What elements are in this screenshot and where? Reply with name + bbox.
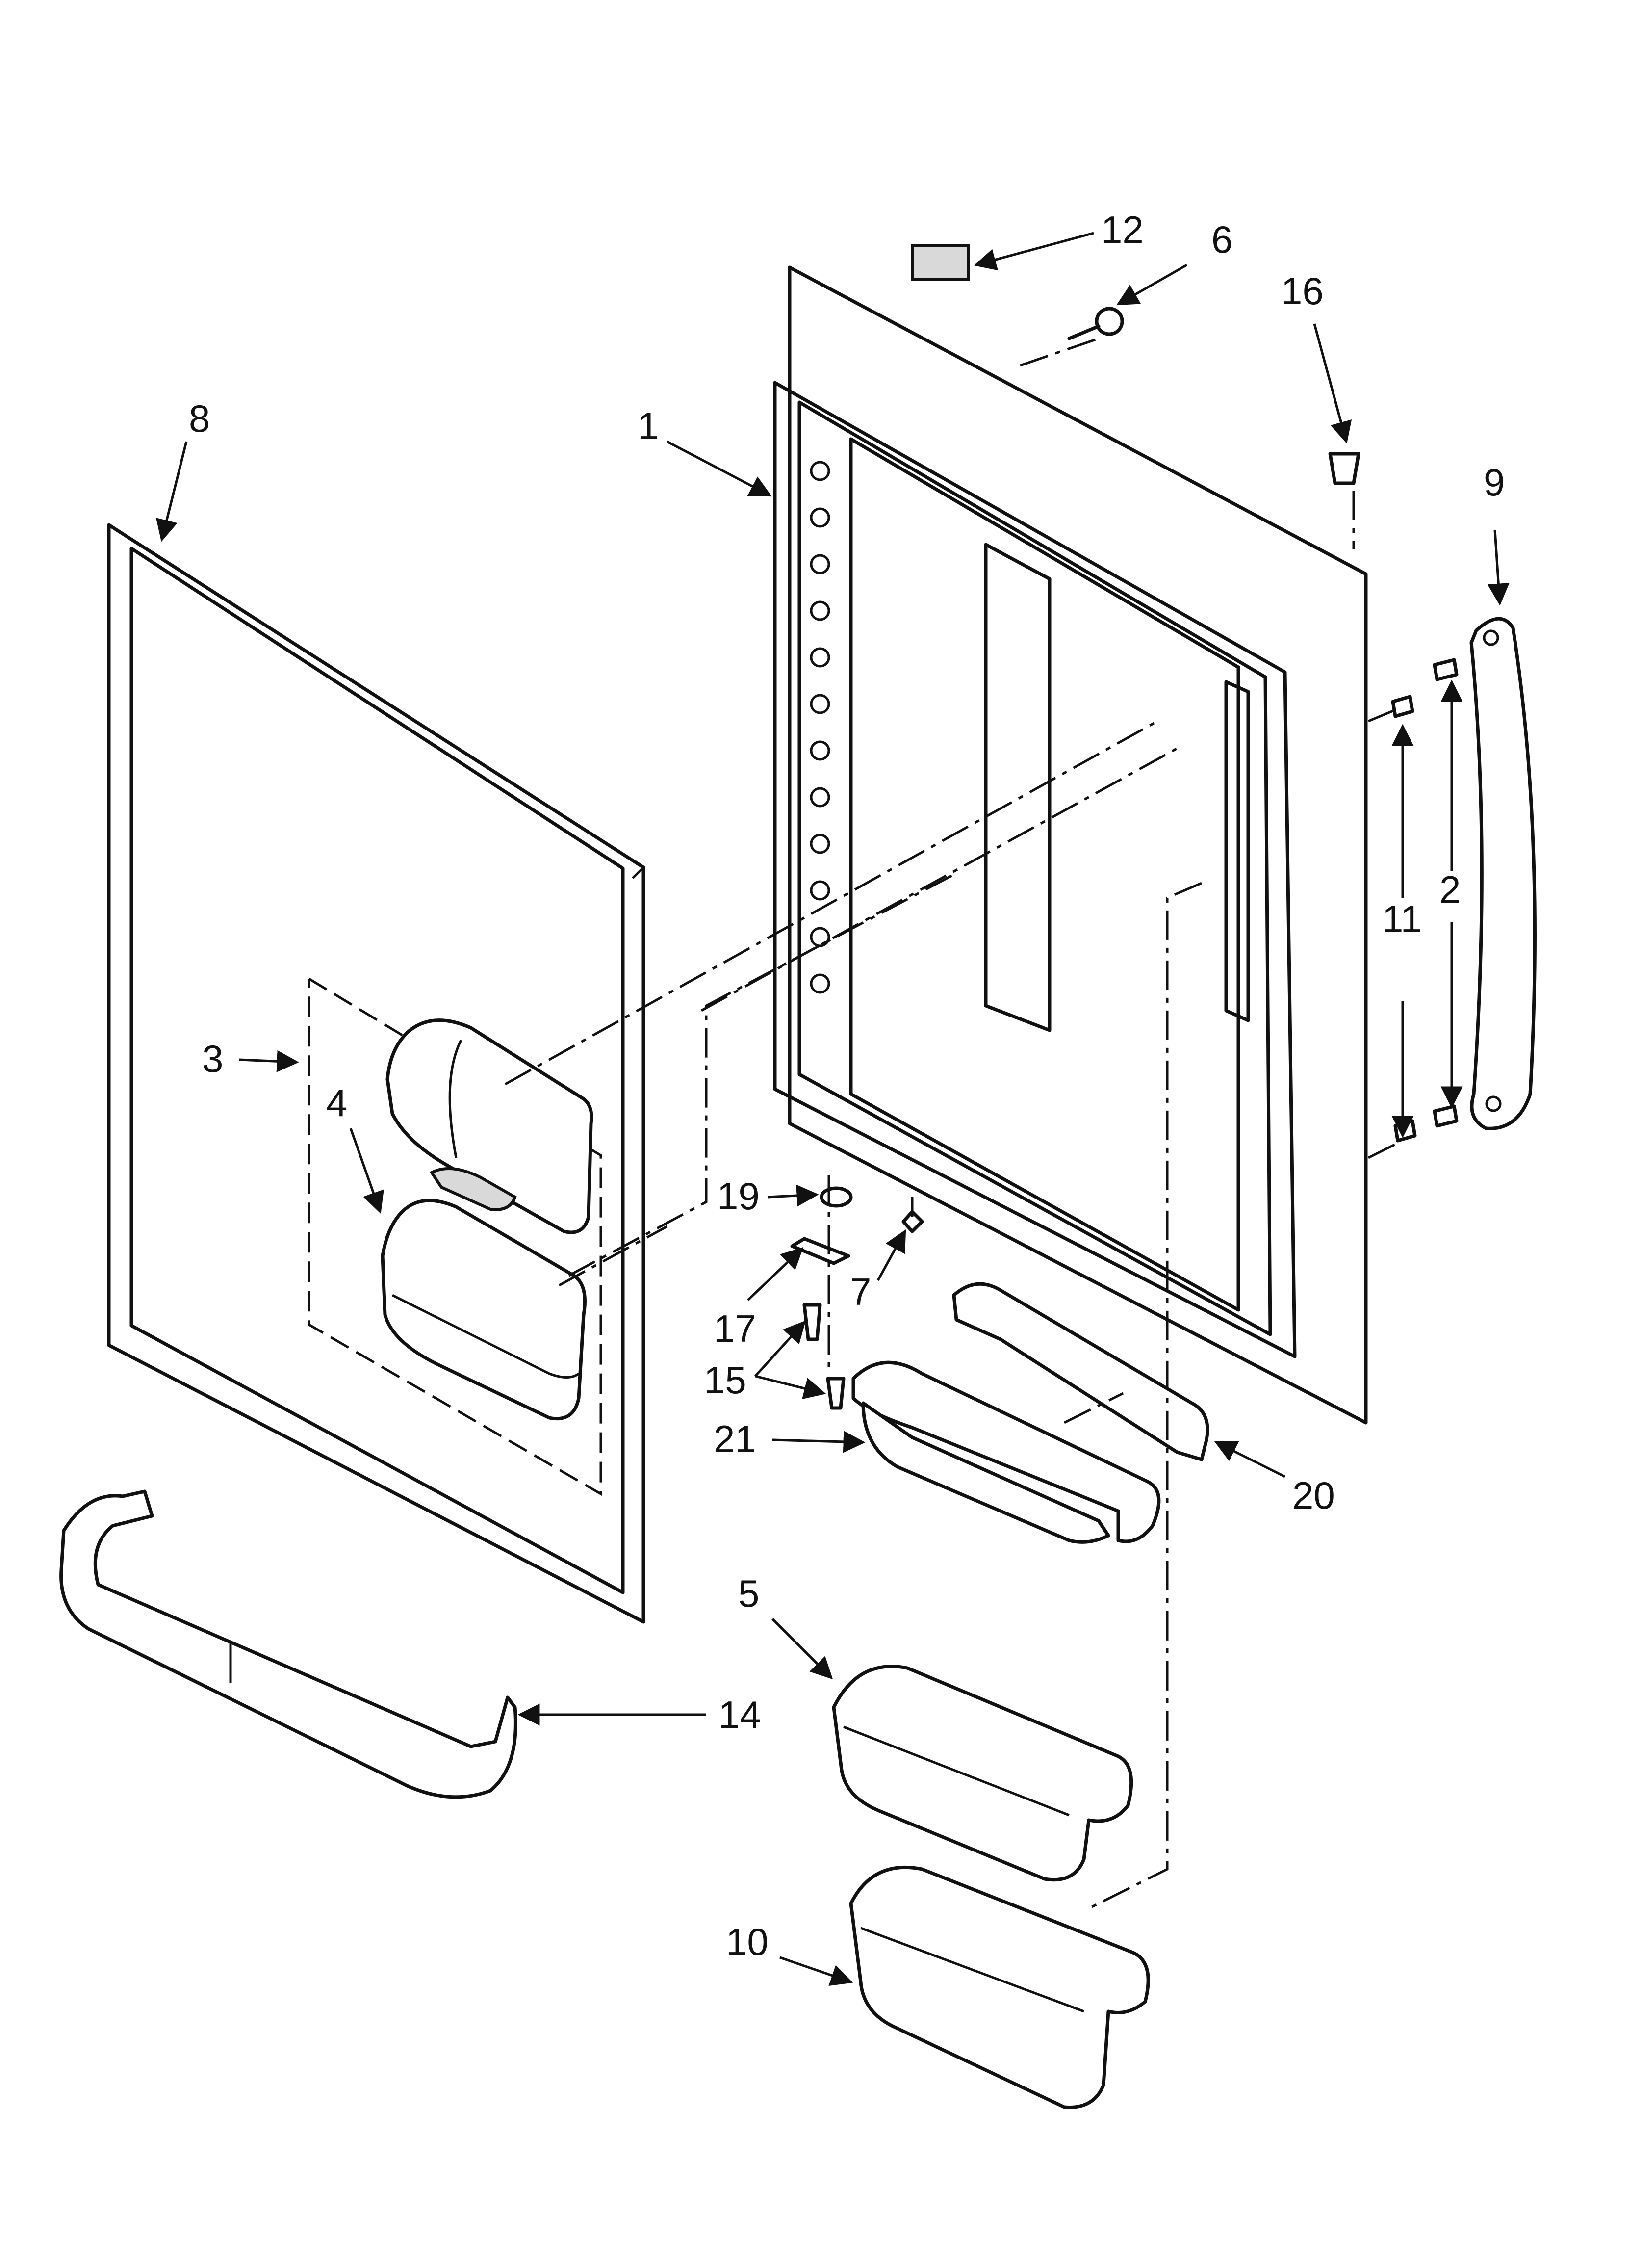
door-panel-part bbox=[107, 523, 645, 1624]
hinge-pin-part bbox=[1067, 307, 1124, 340]
callout-6: 6 bbox=[1211, 218, 1232, 261]
callout-16: 16 bbox=[1281, 269, 1324, 313]
callout-21: 21 bbox=[714, 1417, 756, 1460]
callout-15: 15 bbox=[704, 1358, 746, 1402]
callout-10: 10 bbox=[726, 1920, 769, 1963]
callout-4: 4 bbox=[326, 1081, 347, 1124]
callout-1: 1 bbox=[638, 404, 659, 447]
bin-bracket-part bbox=[952, 1282, 1209, 1461]
callout-20: 20 bbox=[1292, 1474, 1335, 1517]
hardware-parts bbox=[790, 1175, 924, 1410]
callout-8: 8 bbox=[189, 397, 210, 440]
door-liner-part bbox=[773, 265, 1368, 1425]
callout-17: 17 bbox=[714, 1307, 756, 1350]
callout-19: 19 bbox=[717, 1174, 760, 1218]
callout-9: 9 bbox=[1484, 461, 1505, 504]
dispenser-cover-part bbox=[385, 1018, 593, 1234]
bin-10-part bbox=[849, 1865, 1150, 2109]
callout-3: 3 bbox=[202, 1037, 223, 1080]
callout-2: 2 bbox=[1439, 868, 1461, 911]
callout-12: 12 bbox=[1101, 208, 1144, 251]
bin-14-part bbox=[59, 1489, 517, 1799]
plug-part bbox=[1328, 452, 1360, 485]
callout-14: 14 bbox=[718, 1693, 761, 1736]
callout-labels: 12 6 16 1 8 9 3 4 11 2 19 7 17 15 21 20 … bbox=[189, 208, 1505, 1963]
assembly-lines bbox=[504, 337, 1399, 1910]
callout-5: 5 bbox=[738, 1572, 759, 1615]
label-part bbox=[911, 244, 970, 281]
door-handle-part bbox=[1469, 617, 1537, 1130]
leaders bbox=[155, 232, 1510, 1986]
bin-5-part bbox=[832, 1665, 1133, 1882]
shelf-notches bbox=[810, 461, 830, 994]
callout-7: 7 bbox=[850, 1270, 871, 1313]
bin-21-part bbox=[851, 1360, 1161, 1544]
callout-11: 11 bbox=[1382, 897, 1422, 940]
dispenser-assembly-group bbox=[308, 977, 602, 1496]
dispenser-bin-part bbox=[381, 1199, 587, 1421]
